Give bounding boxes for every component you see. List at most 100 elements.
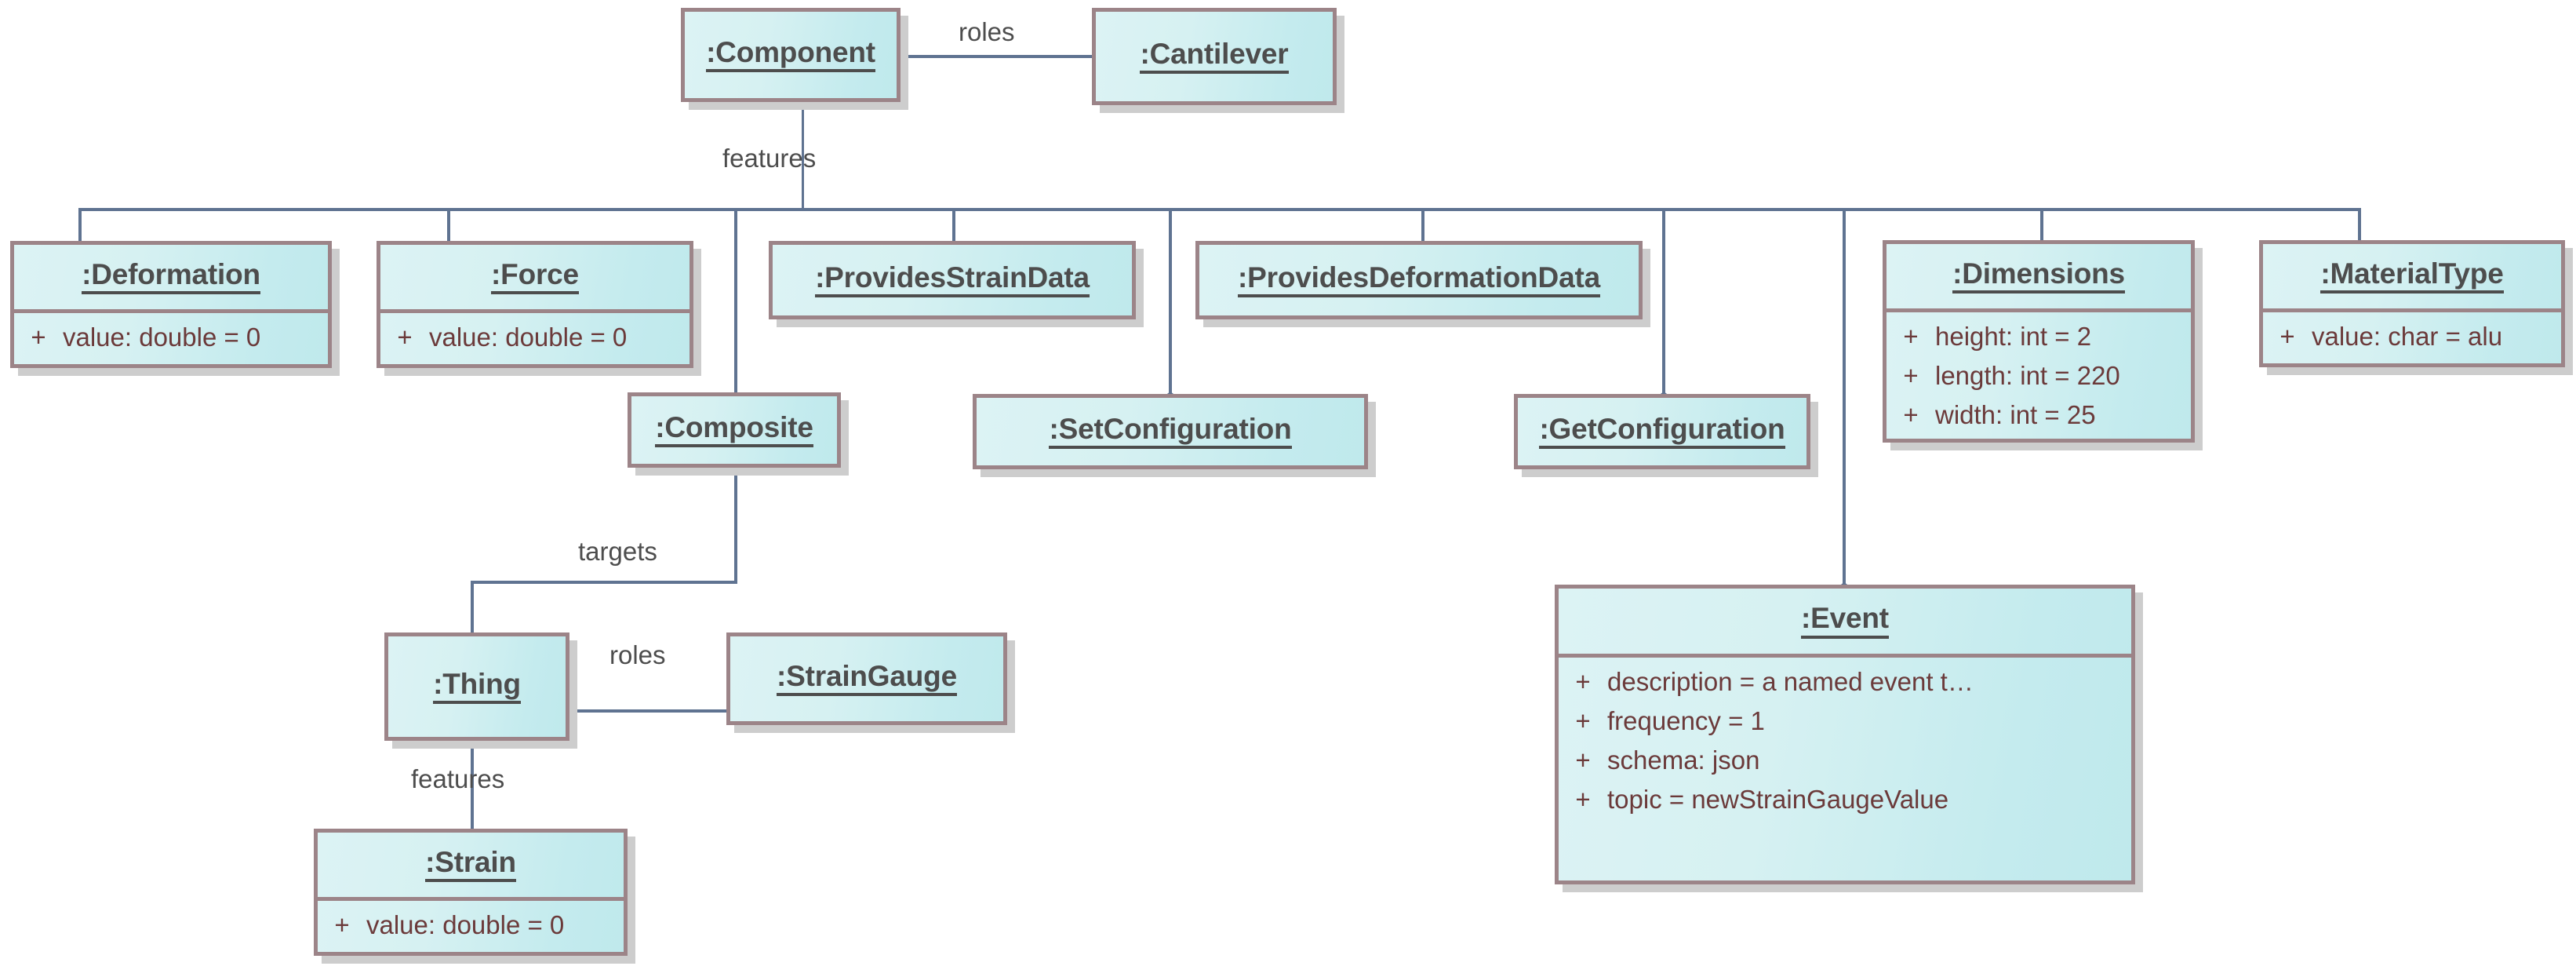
node-dimensions-attributes: + height: int = 2 + length: int = 220 + … [1887, 312, 2191, 441]
node-title: :GetConfiguration [1539, 414, 1785, 450]
node-deformation-title-cell: :Deformation [14, 245, 328, 309]
connector-drop-event [1843, 208, 1846, 586]
connector-drop-setconfiguration [1169, 208, 1172, 396]
node-component-title-cell: :Component [685, 12, 897, 98]
attribute-row: + value: double = 0 [318, 912, 624, 951]
node-strain[interactable]: :Strain + value: double = 0 [314, 829, 628, 956]
attribute-visibility: + [1903, 322, 1919, 351]
node-compartment-divider [318, 897, 624, 901]
node-setconfiguration-title-cell: :SetConfiguration [977, 398, 1364, 465]
node-thing-title-cell: :Thing [388, 636, 566, 737]
connector-features-bus [78, 208, 2360, 211]
node-compartment-divider [1887, 308, 2191, 312]
attribute-text: value: double = 0 [429, 323, 628, 352]
node-providesstraindata[interactable]: :ProvidesStrainData [769, 241, 1136, 319]
node-setconfiguration[interactable]: :SetConfiguration [973, 394, 1368, 469]
attribute-visibility: + [31, 323, 46, 352]
node-materialtype-title-cell: :MaterialType [2263, 244, 2561, 308]
attribute-visibility: + [1575, 746, 1591, 775]
node-title: :StrainGauge [777, 661, 957, 697]
node-force-attributes: + value: double = 0 [380, 313, 689, 363]
attribute-text: value: double = 0 [63, 323, 261, 352]
node-getconfiguration[interactable]: :GetConfiguration [1514, 394, 1810, 469]
connector-drop-providesdeformationdata [1421, 208, 1424, 244]
attribute-row: + height: int = 2 [1887, 323, 2191, 363]
node-strain-title-cell: :Strain [318, 833, 624, 897]
attribute-text: topic = newStrainGaugeValue [1607, 785, 1949, 814]
attribute-row: + value: char = alu [2263, 323, 2561, 363]
node-providesdeformationdata[interactable]: :ProvidesDeformationData [1195, 241, 1643, 319]
node-title: :Component [706, 37, 875, 73]
edge-label-features-thing-strain: features [411, 764, 505, 793]
node-deformation[interactable]: :Deformation + value: double = 0 [10, 241, 332, 368]
connector-drop-dimensions [2040, 208, 2043, 244]
node-title: :Strain [425, 847, 516, 883]
attribute-row: + length: int = 220 [1887, 363, 2191, 402]
connector-thing-straingauge [566, 709, 728, 713]
node-providesdeformationdata-title-cell: :ProvidesDeformationData [1199, 245, 1639, 315]
edge-label-roles-component-cantilever: roles [959, 17, 1015, 46]
attribute-row: + value: double = 0 [380, 324, 689, 363]
node-composite[interactable]: :Composite [628, 392, 841, 468]
attribute-text: description = a named event t… [1607, 667, 1974, 696]
attribute-row: + schema: json [1559, 747, 2131, 786]
connector-composite-targets-horizontal [471, 581, 737, 584]
node-thing[interactable]: :Thing [384, 632, 569, 741]
node-compartment-divider [380, 309, 689, 313]
node-title: :Thing [433, 669, 521, 705]
attribute-text: schema: json [1607, 746, 1760, 775]
edge-label-targets-composite-thing: targets [578, 537, 657, 566]
connector-drop-composite [734, 208, 737, 396]
node-title: :Composite [655, 412, 813, 448]
connector-composite-targets-vertical [734, 468, 737, 584]
connector-thing-strain [471, 741, 474, 829]
node-straingauge-title-cell: :StrainGauge [730, 636, 1003, 721]
node-event[interactable]: :Event + description = a named event t… … [1555, 585, 2135, 884]
node-title: :Deformation [82, 259, 260, 295]
edge-label-roles-thing-straingauge: roles [609, 640, 666, 669]
connector-drop-deformation [78, 208, 82, 244]
attribute-text: value: char = alu [2312, 322, 2503, 351]
node-composite-title-cell: :Composite [631, 396, 837, 464]
node-dimensions[interactable]: :Dimensions + height: int = 2 + length: … [1883, 240, 2195, 443]
attribute-visibility: + [1575, 785, 1591, 814]
attribute-visibility: + [397, 323, 413, 352]
node-title: :MaterialType [2320, 258, 2504, 294]
connector-drop-force [447, 208, 450, 244]
node-force-title-cell: :Force [380, 245, 689, 309]
attribute-text: frequency = 1 [1607, 706, 1765, 735]
node-deformation-attributes: + value: double = 0 [14, 313, 328, 363]
node-force[interactable]: :Force + value: double = 0 [377, 241, 693, 368]
connector-drop-providesstraindata [952, 208, 955, 244]
node-compartment-divider [1559, 654, 2131, 658]
node-title: :Dimensions [1952, 258, 2125, 294]
edge-label-features-component: features [722, 144, 817, 173]
node-title: :Event [1801, 603, 1889, 639]
attribute-text: height: int = 2 [1935, 322, 2092, 351]
node-dimensions-title-cell: :Dimensions [1887, 244, 2191, 308]
node-materialtype[interactable]: :MaterialType + value: char = alu [2259, 240, 2565, 367]
node-straingauge[interactable]: :StrainGauge [726, 632, 1007, 725]
attribute-text: length: int = 220 [1935, 361, 2120, 390]
attribute-text: width: int = 25 [1935, 400, 2096, 429]
node-component[interactable]: :Component [681, 8, 901, 102]
attribute-visibility: + [2279, 322, 2295, 351]
node-providesstraindata-title-cell: :ProvidesStrainData [773, 245, 1132, 315]
node-cantilever[interactable]: :Cantilever [1092, 8, 1337, 105]
node-getconfiguration-title-cell: :GetConfiguration [1518, 398, 1806, 465]
attribute-row: + width: int = 25 [1887, 402, 2191, 441]
node-cantilever-title-cell: :Cantilever [1096, 12, 1333, 101]
connector-targets-thing-drop [471, 581, 474, 632]
attribute-row: + topic = newStrainGaugeValue [1559, 786, 2131, 826]
attribute-visibility: + [1575, 706, 1591, 735]
node-title: :Force [491, 259, 579, 295]
connector-component-cantilever [901, 55, 1095, 58]
node-title: :SetConfiguration [1049, 414, 1292, 450]
connector-component-features-stem [802, 103, 804, 210]
attribute-row: + frequency = 1 [1559, 708, 2131, 747]
node-title: :ProvidesStrainData [815, 262, 1090, 298]
attribute-visibility: + [334, 910, 350, 939]
attribute-row: + description = a named event t… [1559, 669, 2131, 708]
node-event-attributes: + description = a named event t… + frequ… [1559, 658, 2131, 826]
